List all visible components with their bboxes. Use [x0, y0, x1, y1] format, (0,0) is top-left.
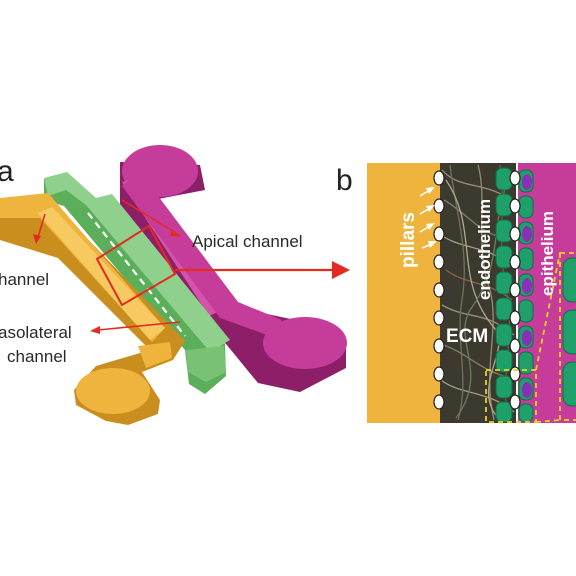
zoom-region-box — [95, 224, 177, 307]
pillars-left-column — [433, 170, 445, 410]
ecm-label: ECM — [446, 326, 488, 347]
epithelium-label: epithelium — [538, 211, 557, 296]
panel-a: a — [0, 145, 350, 425]
inset-cells — [562, 257, 576, 407]
porous-membrane-line — [87, 212, 186, 337]
endothelium-label: endothelium — [475, 199, 494, 300]
endothelium-cells — [495, 167, 513, 423]
epithelium-cells — [518, 169, 534, 423]
pillars-label: pillars — [398, 212, 419, 268]
pillars-right-column — [509, 170, 521, 410]
apical-channel-body — [120, 145, 347, 392]
apical-channel-label: Apical channel — [192, 232, 303, 251]
panel-b-letter: b — [336, 164, 353, 197]
pillar-pointer-arrows — [419, 187, 437, 249]
zoom-arrow — [175, 261, 350, 279]
basolateral-channel-label-line1: asolateral — [0, 323, 72, 342]
label-pointer-arrows — [33, 199, 182, 334]
basolateral-channel-label-line2: channel — [7, 347, 67, 366]
left-channel-label: hannel — [0, 270, 49, 289]
inset-zoom-box — [485, 252, 576, 423]
basolateral-region — [367, 163, 442, 423]
panel-b: b — [336, 163, 576, 423]
panel-a-letter: a — [0, 155, 14, 188]
